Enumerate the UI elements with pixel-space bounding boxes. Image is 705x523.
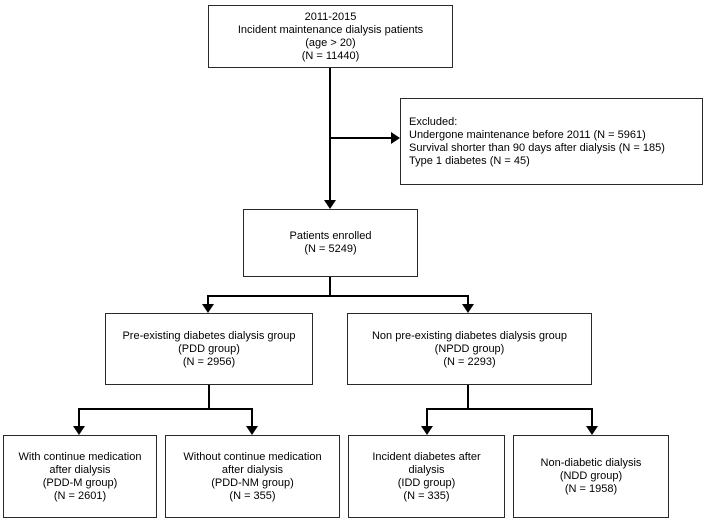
arrowhead-down-ndd <box>586 426 598 435</box>
connector-top-to-enrolled <box>329 68 331 201</box>
text-line: Non-diabetic dialysis <box>540 457 642 469</box>
connector-npdd-stub <box>467 385 469 409</box>
text-line: (PDD-NM group) <box>211 476 294 489</box>
box-ndd-group: Non-diabetic dialysis (NDD group) (N = 1… <box>513 435 669 518</box>
arrowhead-down-pdd <box>202 304 214 313</box>
box-pdd-m-group: With continue medication after dialysis … <box>3 435 157 518</box>
box-pdd-group: Pre-existing diabetes dialysis group (PD… <box>105 313 313 385</box>
text-line: (N = 355) <box>229 489 276 502</box>
text-line: dialysis <box>408 463 445 476</box>
connector-split-groups <box>207 295 469 297</box>
connector-pdd-stub <box>208 385 210 409</box>
connector-drop-pddm <box>78 408 80 427</box>
text-line: Pre-existing diabetes dialysis group <box>122 329 296 342</box>
text-line: (N = 1958) <box>564 483 618 495</box>
text-line: Patients enrolled <box>289 230 372 242</box>
arrowhead-down-idd <box>421 426 433 435</box>
box-pdd-nm-group: Without continue medication after dialys… <box>165 435 340 518</box>
text-line: With continue medication <box>18 450 142 463</box>
text-line: (PDD group) <box>178 342 240 355</box>
connector-drop-npdd <box>467 295 469 305</box>
text-line: (N = 5249) <box>304 243 357 255</box>
text-line: after dialysis <box>221 463 284 476</box>
text-line: Non pre-existing diabetes dialysis group <box>371 329 568 342</box>
connector-drop-pdd <box>207 295 209 305</box>
connector-drop-idd <box>426 408 428 427</box>
text-line: Type 1 diabetes (N = 45) <box>409 154 530 167</box>
arrowhead-down-enrolled <box>324 200 336 209</box>
box-patients-enrolled: Patients enrolled (N = 5249) <box>243 209 418 277</box>
connector-split-npdd <box>426 408 593 410</box>
connector-drop-pddnm <box>251 408 253 427</box>
text-line: (IDD group) <box>397 476 456 489</box>
text-line: (age > 20) <box>305 36 356 49</box>
connector-branch-excluded <box>330 137 392 139</box>
text-line: Without continue medication <box>183 450 322 463</box>
box-excluded: Excluded: Undergone maintenance before 2… <box>400 98 703 185</box>
arrowhead-down-npdd <box>462 304 474 313</box>
arrowhead-down-pddnm <box>246 426 258 435</box>
connector-drop-ndd <box>591 408 593 427</box>
text-line: after dialysis <box>49 463 111 476</box>
box-idd-group: Incident diabetes after dialysis (IDD gr… <box>348 435 505 518</box>
text-line: Incident maintenance dialysis patients <box>237 23 424 36</box>
box-incident-patients: 2011-2015 Incident maintenance dialysis … <box>208 5 453 68</box>
text-line: (N = 335) <box>403 489 450 502</box>
text-line: (N = 2601) <box>53 489 107 502</box>
text-line: (NDD group) <box>559 470 623 482</box>
connector-split-pdd <box>78 408 253 410</box>
text-line: (N = 2293) <box>443 355 496 368</box>
text-line: (N = 11440) <box>301 49 360 62</box>
text-line: (NPDD group) <box>434 342 505 355</box>
box-npdd-group: Non pre-existing diabetes dialysis group… <box>347 313 592 385</box>
arrowhead-right-excluded <box>391 132 400 144</box>
text-line: 2011-2015 <box>304 10 357 23</box>
arrowhead-down-pddm <box>73 426 85 435</box>
text-line: Excluded: <box>409 115 458 128</box>
text-line: Incident diabetes after <box>372 450 481 463</box>
text-line: (N = 2956) <box>182 355 236 368</box>
text-line: Survival shorter than 90 days after dial… <box>409 141 665 154</box>
text-line: Undergone maintenance before 2011 (N = 5… <box>409 128 646 141</box>
connector-enrolled-stub <box>329 277 331 297</box>
text-line: (PDD-M group) <box>42 476 118 489</box>
